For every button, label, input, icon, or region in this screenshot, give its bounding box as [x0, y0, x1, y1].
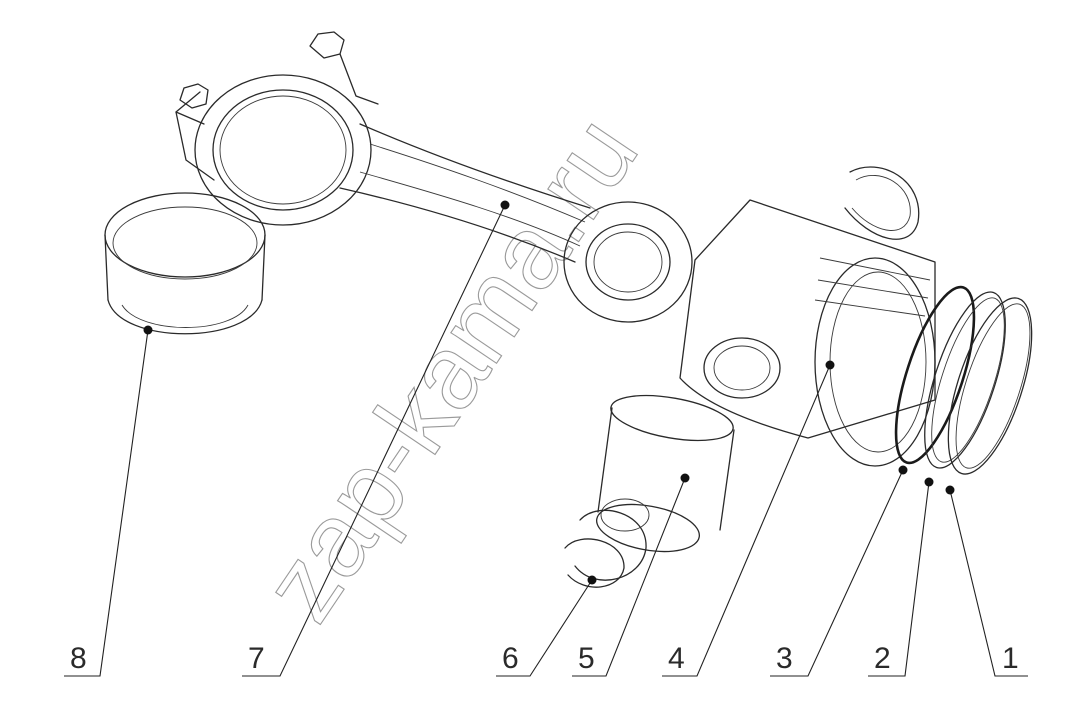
callout-2: 2: [874, 642, 891, 675]
piston: [679, 199, 936, 467]
callout-6: 6: [502, 642, 519, 675]
piston-pin: [595, 394, 735, 553]
bearing-shell: [104, 192, 266, 335]
watermark: zap-kama.ru: [241, 97, 660, 641]
piston-rings: [894, 285, 1033, 475]
callout-5: 5: [578, 642, 595, 675]
leader-lines: [64, 204, 1028, 677]
callout-8: 8: [70, 642, 87, 675]
callout-3: 3: [776, 642, 793, 675]
circlips: [564, 509, 647, 588]
callout-4: 4: [668, 642, 685, 675]
callout-1: 1: [1002, 642, 1019, 675]
retaining-ring-top: [844, 166, 920, 240]
connecting-rod: [175, 31, 693, 323]
callout-7: 7: [248, 642, 265, 675]
leader-dots: [143, 200, 955, 585]
